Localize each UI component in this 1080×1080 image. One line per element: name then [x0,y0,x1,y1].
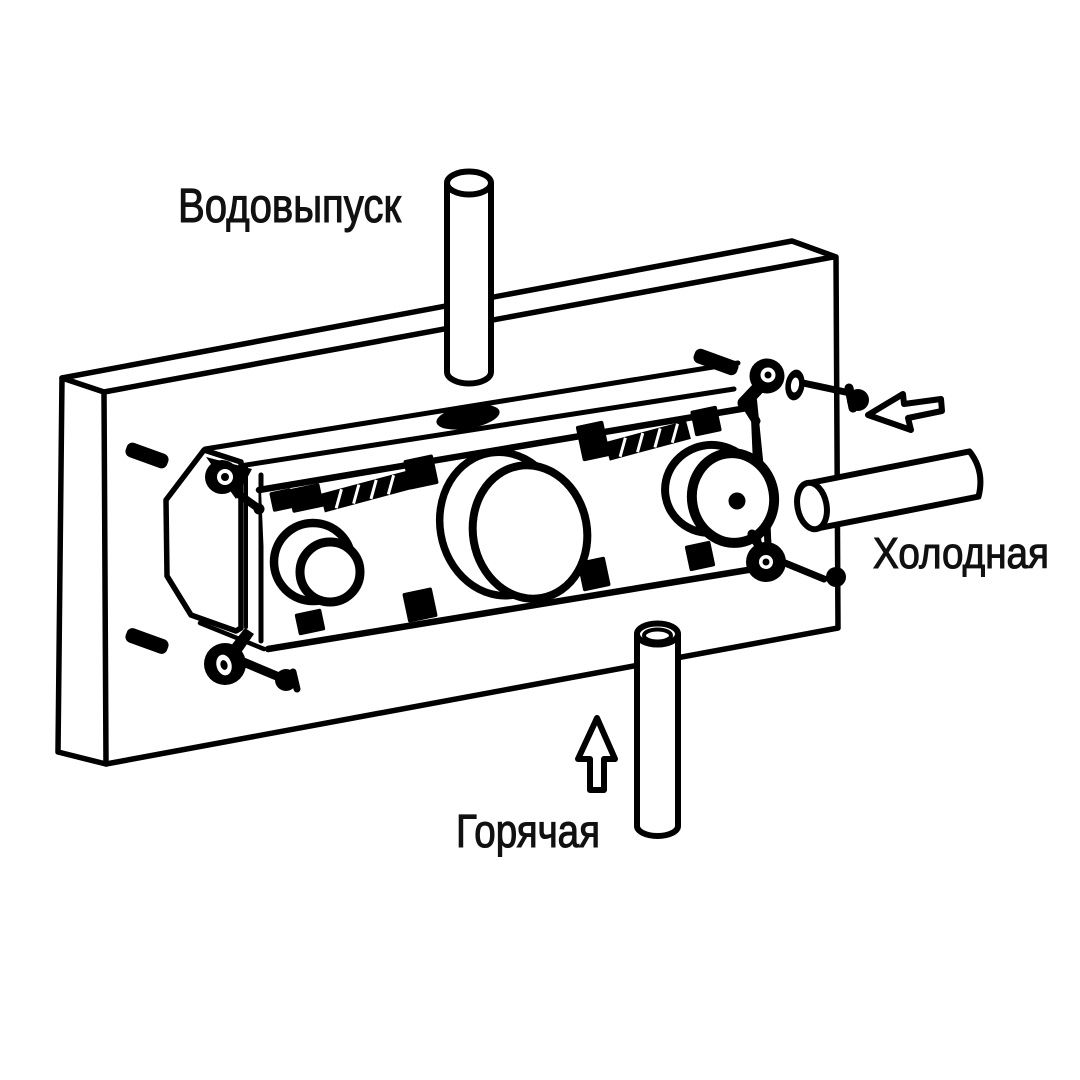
svg-text:Холодная: Холодная [873,529,1049,578]
svg-text:Горячая: Горячая [456,805,600,857]
svg-text:Водовыпуск: Водовыпуск [178,180,402,233]
